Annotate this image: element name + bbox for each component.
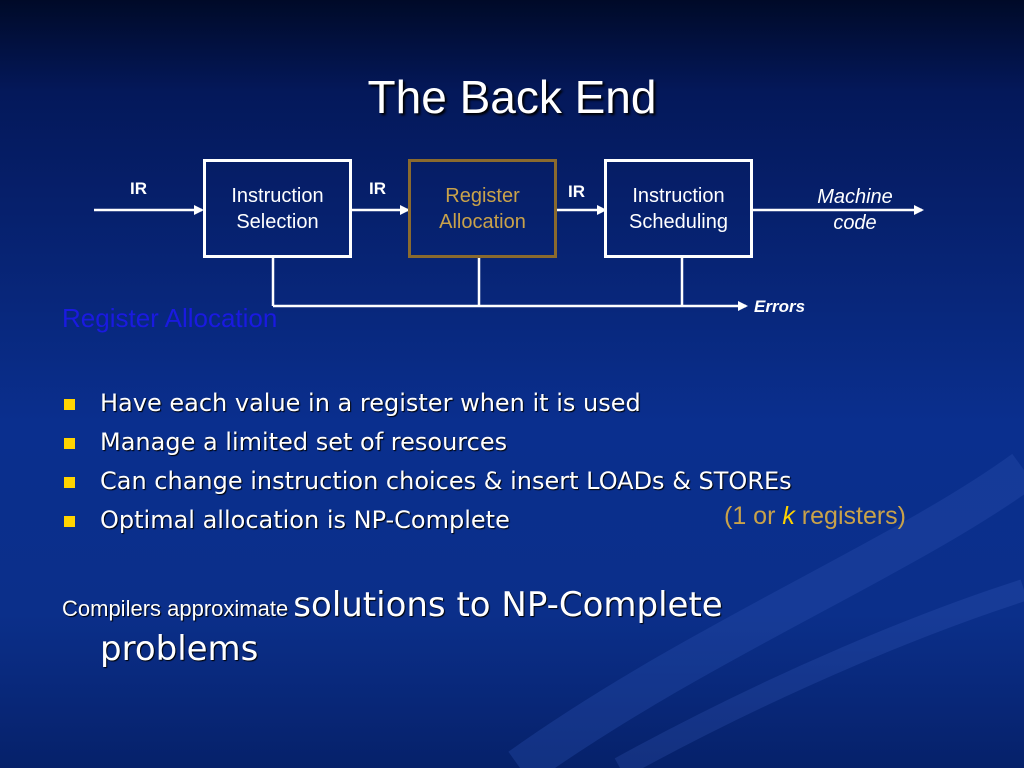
box-instruction-selection: Instruction Selection: [203, 159, 352, 258]
bullet-marker: [64, 438, 75, 449]
bullet-marker: [64, 516, 75, 527]
ir-label-mid: IR: [369, 179, 386, 198]
bullet-item: Have each value in a register when it is…: [62, 385, 982, 424]
bullet-item: Can change instruction choices & insert …: [62, 463, 982, 502]
section-subheading: Register Allocation: [62, 303, 278, 333]
bullet-item: Optimal allocation is NP-Complete: [62, 502, 982, 541]
box-instruction-scheduling: Instruction Scheduling: [604, 159, 753, 258]
box-register-allocation: Register Allocation: [408, 159, 557, 258]
register-count-note: (1 or k registers): [724, 502, 906, 530]
errors-label: Errors: [754, 297, 806, 316]
bullet-item: Manage a limited set of resources: [62, 424, 982, 463]
conclusion-text: Compilers approximate solutions to NP-Co…: [62, 585, 723, 669]
bullet-list: Have each value in a register when it is…: [62, 385, 982, 541]
ir-label-late: IR: [568, 182, 585, 201]
machine-code-label: Machine code: [817, 186, 893, 234]
bullet-marker: [64, 399, 75, 410]
bullet-marker: [64, 477, 75, 488]
slide-title: The Back End: [367, 71, 657, 123]
ir-label-in: IR: [130, 179, 147, 198]
